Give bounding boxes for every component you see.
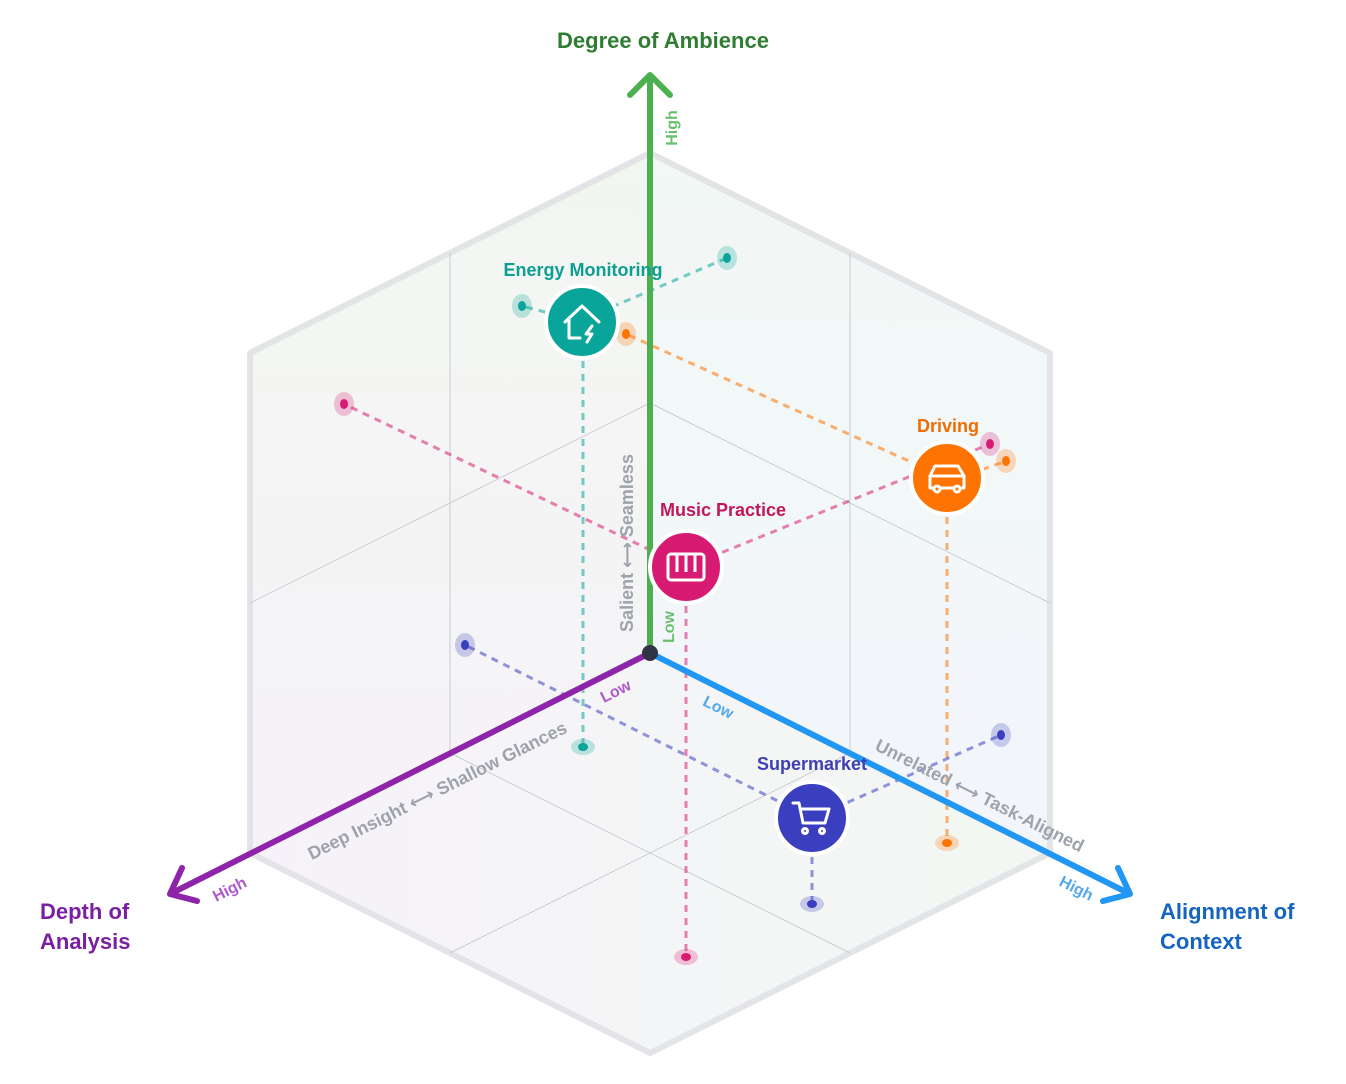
depth-axis-arrowhead <box>167 865 200 904</box>
music-practice-label: Music Practice <box>660 500 786 520</box>
supermarket-label: Supermarket <box>757 754 867 774</box>
music-projection-points <box>334 392 1000 965</box>
energy-projection-points <box>512 246 737 755</box>
context-high-label: High <box>1056 873 1095 904</box>
car-icon <box>928 464 966 494</box>
context-axis <box>647 650 1131 896</box>
ambience-high-label: High <box>664 110 681 146</box>
context-axis-arrowhead <box>1100 865 1133 904</box>
context-axis-title-line1: Alignment of <box>1160 899 1295 924</box>
shopping-cart-icon <box>791 801 831 835</box>
piano-keys-icon <box>666 552 706 582</box>
energy-monitoring-node[interactable] <box>544 284 620 360</box>
ambience-axis-arrowhead <box>627 72 673 98</box>
energy-monitoring-label: Energy Monitoring <box>504 260 663 280</box>
axes <box>167 72 1133 904</box>
origin-point <box>642 645 658 661</box>
projection-points <box>334 246 1016 965</box>
ambience-range-label: Salient ⟷ Seamless <box>617 454 637 632</box>
depth-axis-title-line2: Analysis <box>40 929 131 954</box>
scenario-driving[interactable]: Driving <box>909 416 985 516</box>
depth-axis-title-line1: Depth of <box>40 899 130 924</box>
scenario-energy-monitoring[interactable]: Energy Monitoring <box>504 260 663 360</box>
cube-outline <box>247 150 1053 1056</box>
smart-home-energy-icon <box>563 304 601 344</box>
ambience-low-label: Low <box>661 610 678 643</box>
context-axis-title-line2: Context <box>1160 929 1243 954</box>
driving-projection-points <box>616 322 1016 851</box>
scenario-music-practice[interactable]: Music Practice <box>648 500 786 605</box>
depth-axis <box>169 650 653 896</box>
ambience-axis-title: Degree of Ambience <box>557 28 769 53</box>
driving-node[interactable] <box>909 440 985 516</box>
depth-high-label: High <box>210 874 249 905</box>
supermarket-node[interactable] <box>774 780 850 856</box>
driving-label: Driving <box>917 416 979 436</box>
supermarket-projection-points <box>455 633 1011 912</box>
scenario-supermarket[interactable]: Supermarket <box>757 754 867 856</box>
